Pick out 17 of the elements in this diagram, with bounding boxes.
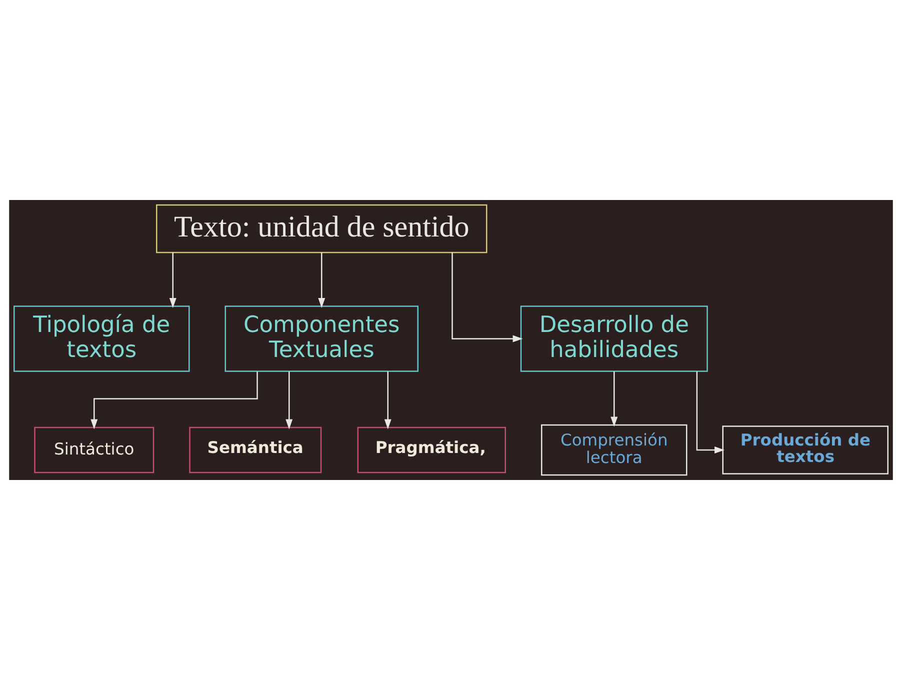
arrow bbox=[318, 252, 326, 308]
arrow bbox=[169, 252, 176, 308]
arrow bbox=[610, 371, 618, 426]
arrow bbox=[90, 371, 258, 429]
node-box: Tipología de textos bbox=[14, 305, 190, 372]
node-box: Producción de textos bbox=[722, 425, 888, 474]
node-box: Texto: unidad de sentido bbox=[156, 204, 488, 253]
arrow bbox=[286, 371, 293, 429]
arrow bbox=[452, 252, 523, 342]
arrow bbox=[696, 371, 725, 453]
node-box: Componentes Textuales bbox=[224, 305, 418, 372]
node-box: Desarrollo de habilidades bbox=[520, 305, 708, 372]
node-box: Sintáctico bbox=[34, 426, 154, 473]
node-box: Comprensión lectora bbox=[541, 424, 688, 476]
node-box: Pragmática, bbox=[357, 426, 506, 473]
arrow bbox=[384, 371, 392, 429]
node-box: Semántica bbox=[189, 426, 322, 473]
